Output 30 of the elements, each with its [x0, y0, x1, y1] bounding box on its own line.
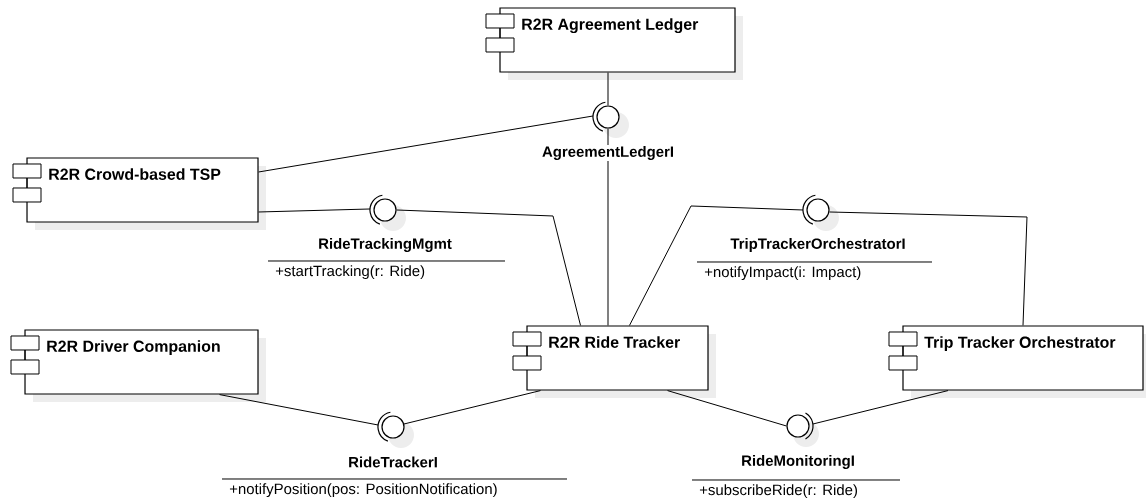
interface-symbol	[802, 194, 839, 231]
interface-name: RideTrackerI	[347, 455, 439, 469]
interface-symbol	[786, 412, 819, 447]
connector-line	[812, 390, 949, 425]
connector-line	[396, 209, 581, 326]
interface-name: AgreementLedgerI	[541, 145, 675, 161]
operation-text: +notifyImpact(i: Impact)	[704, 266, 861, 281]
interface-name: RideTrackingMgmt	[317, 237, 453, 253]
interface-symbol	[369, 194, 406, 231]
connector-line	[629, 205, 804, 326]
component-box: R2R Crowd-based TSP	[12, 157, 266, 230]
interface-name: TripTrackerOrchestratorI	[729, 237, 907, 253]
interface-name: RideMonitoringI	[740, 454, 856, 470]
connector-line	[258, 115, 594, 173]
interface-symbol	[592, 101, 629, 138]
operation-text: +subscribeRide(r: Ride)	[699, 484, 857, 499]
component-box: R2R Agreement Ledger	[485, 7, 743, 80]
operation-text: +notifyPosition(pos: PositionNotification)	[229, 483, 497, 498]
connector-line	[607, 128, 609, 326]
connector-line	[607, 72, 609, 106]
operation-text: +startTracking(r: Ride)	[275, 265, 425, 280]
component-box: Trip Tracker Orchestrator	[888, 325, 1146, 398]
component-box: R2R Ride Tracker	[512, 325, 716, 398]
interface-symbol	[377, 411, 414, 448]
component-box: R2R Driver Companion	[10, 329, 266, 402]
connector-line	[219, 394, 379, 426]
connector-line	[403, 390, 541, 425]
connector-line	[258, 208, 371, 213]
connector-line	[829, 211, 1028, 326]
connector-line	[667, 390, 787, 427]
